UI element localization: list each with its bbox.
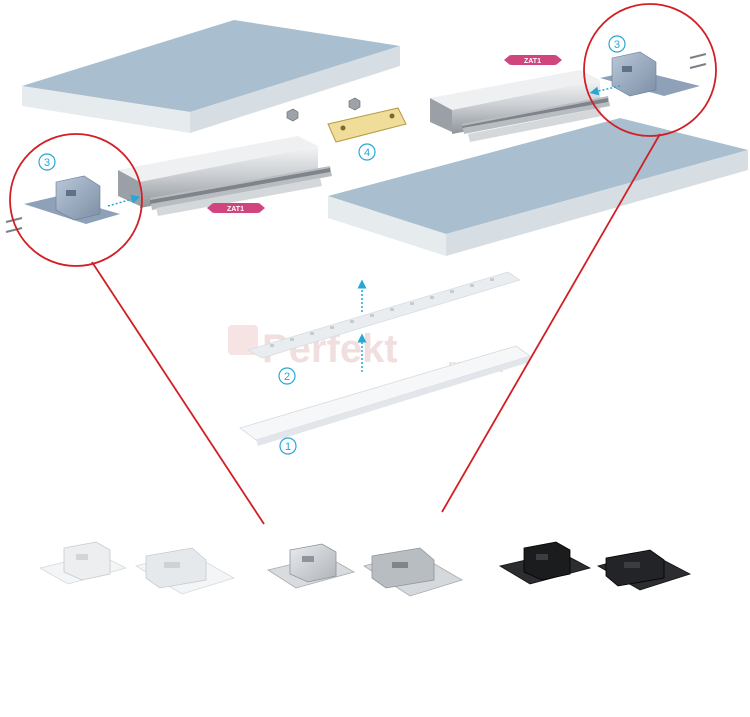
hex-nut-left — [286, 108, 299, 122]
callout-4: 4 — [358, 143, 376, 161]
end-cap-silver-back — [363, 547, 463, 597]
end-cap-silver-front — [266, 543, 356, 589]
callout-3-right-number: 3 — [614, 39, 620, 51]
aluminium-profile-right — [430, 70, 610, 142]
screws-left — [5, 217, 23, 233]
detail-line-right — [441, 133, 661, 513]
profile-tag-right-label: ZAT1 — [524, 58, 541, 65]
led-strip — [247, 271, 521, 359]
callout-3-right: 3 — [608, 35, 626, 53]
connector-plate — [327, 107, 407, 143]
callout-2: 2 — [278, 367, 296, 385]
end-cap-black-front — [498, 541, 592, 585]
diffuser — [239, 345, 531, 446]
profile-tag-right: ZAT1 — [504, 55, 562, 65]
watermark-logo-icon — [228, 325, 258, 355]
callout-3-left-number: 3 — [44, 157, 50, 169]
end-cap-right — [600, 51, 700, 97]
hex-nut-right — [348, 97, 361, 111]
end-cap-variant-black — [498, 541, 692, 591]
callout-2-number: 2 — [284, 371, 290, 383]
end-cap-black-back — [596, 549, 692, 591]
detail-ring-left — [9, 133, 143, 267]
shelf-board-right — [328, 118, 748, 256]
led-strip-chips — [270, 278, 494, 347]
callout-4-number: 4 — [364, 147, 370, 159]
end-cap-white-front — [38, 541, 128, 585]
screws-right — [689, 53, 707, 69]
end-cap-left — [24, 175, 120, 224]
end-cap-variant-white — [38, 541, 236, 595]
callout-1: 1 — [279, 437, 297, 455]
assembly-arrow-right-cap — [589, 85, 621, 96]
detail-ring-right — [583, 3, 717, 137]
end-cap-variant-silver — [266, 543, 463, 597]
profile-tag-left: ZAT1 — [207, 203, 265, 213]
callout-1-number: 1 — [285, 441, 291, 453]
callout-3-left: 3 — [38, 153, 56, 171]
end-cap-white-back — [134, 547, 236, 595]
aluminium-profile-left — [118, 136, 332, 216]
detail-line-left — [91, 261, 265, 525]
shelf-board-left — [22, 20, 400, 133]
assembly-arrow-left-cap — [107, 194, 141, 207]
profile-tag-left-label: ZAT1 — [227, 206, 244, 213]
